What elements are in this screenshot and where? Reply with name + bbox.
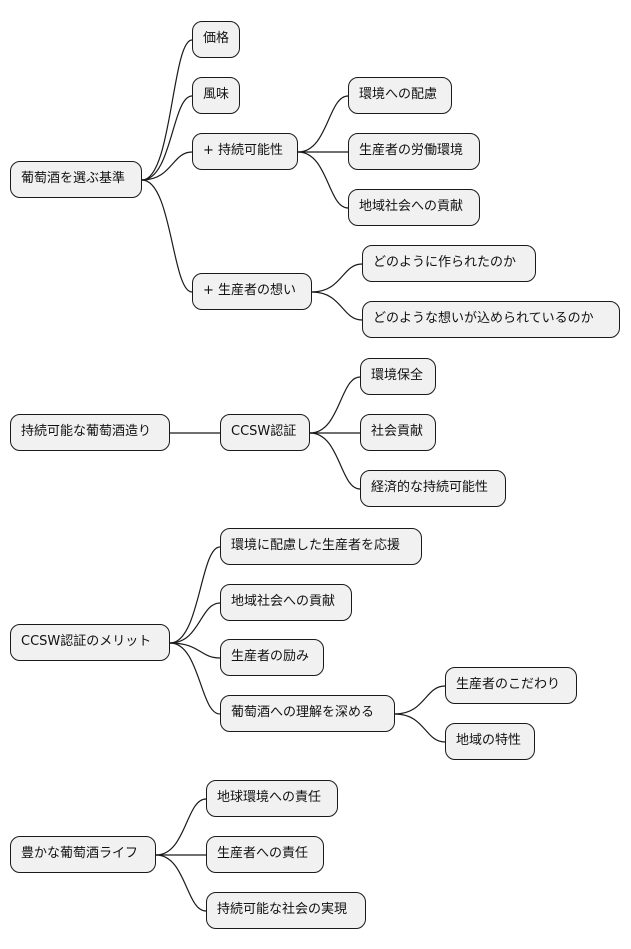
edge (297, 151, 349, 209)
node-price: 価格 (192, 21, 240, 58)
node-sustainability: + 持続可能性 (192, 133, 298, 170)
node-wine-selection-criteria: 葡萄酒を選ぶ基準 (10, 161, 142, 198)
edge (169, 602, 221, 644)
node-producer-thoughts: + 生産者の想い (192, 273, 312, 310)
edge (169, 642, 221, 715)
node-support-producers: 環境に配慮した生産者を応援 (220, 528, 422, 565)
node-producer-responsibility: 生産者への責任 (206, 836, 324, 873)
node-ccsw-merits: CCSW認証のメリット (10, 624, 170, 661)
edge (394, 685, 446, 715)
node-social-contribution: 社会貢献 (360, 414, 436, 451)
node-labor-conditions: 生産者の労働環境 (348, 133, 480, 170)
node-sustainable-winemaking: 持続可能な葡萄酒造り (10, 414, 170, 451)
node-producer-encouragement: 生産者の励み (220, 639, 324, 676)
edge (169, 546, 221, 644)
edge (297, 95, 349, 153)
node-environmental-protection: 環境保全 (360, 358, 436, 395)
edge (141, 95, 193, 181)
node-community-contribution-2: 地域社会への貢献 (220, 584, 352, 621)
node-economic-sustainability: 経済的な持続可能性 (360, 470, 506, 507)
edge (311, 291, 363, 321)
node-sustainable-society: 持続可能な社会の実現 (206, 892, 366, 929)
node-regional-characteristics: 地域の特性 (445, 723, 535, 760)
node-what-feelings: どのような想いが込められているのか (362, 301, 620, 338)
node-flavor: 風味 (192, 77, 240, 114)
node-ccsw-certification: CCSW認証 (220, 414, 310, 451)
edge (155, 854, 207, 912)
edge (311, 263, 363, 293)
node-earth-responsibility: 地球環境への責任 (206, 780, 338, 817)
edge (141, 179, 193, 293)
edge (155, 798, 207, 856)
edge (394, 713, 446, 743)
node-deepen-understanding: 葡萄酒への理解を深める (220, 695, 395, 732)
edge (309, 376, 361, 434)
node-how-made: どのように作られたのか (362, 245, 536, 282)
edge (141, 39, 193, 181)
node-producer-commitment: 生産者のこだわり (445, 667, 577, 704)
edge (309, 432, 361, 490)
edge (141, 151, 193, 181)
node-rich-wine-life: 豊かな葡萄酒ライフ (10, 836, 156, 873)
edge (169, 642, 221, 659)
node-community-contribution: 地域社会への貢献 (348, 189, 480, 226)
node-environmental-care: 環境への配慮 (348, 77, 452, 114)
